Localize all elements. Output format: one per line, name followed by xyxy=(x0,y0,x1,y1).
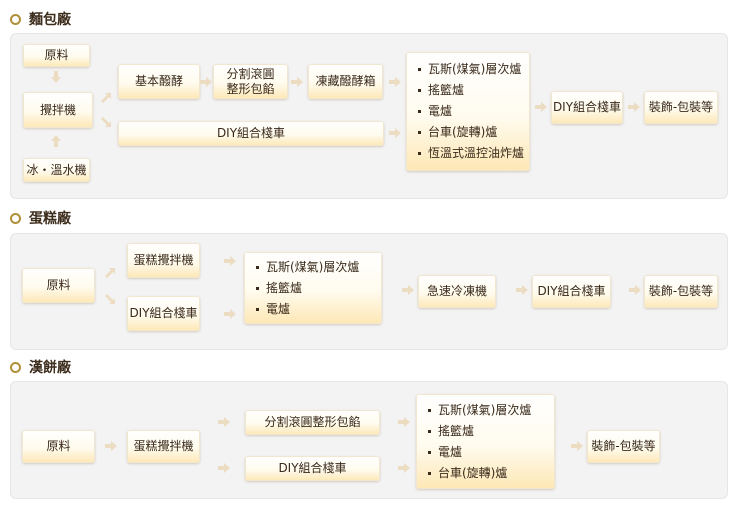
arrow-right-icon xyxy=(629,285,641,295)
list-bullet-icon xyxy=(256,286,259,290)
list-item: 搖籃爐 xyxy=(418,80,464,101)
box-quick-freezer: 急速冷凍機 xyxy=(418,275,496,308)
box-mixer: 攪拌機 xyxy=(23,92,93,128)
box-raw-material: 原料 xyxy=(22,430,95,463)
list-bullet-icon xyxy=(428,429,431,433)
arrow-right-icon xyxy=(200,77,212,87)
section-title-bread: 麵包廠 xyxy=(10,10,71,28)
box-diy-cart: DIY組合棧車 xyxy=(118,121,384,146)
list-bullet-icon xyxy=(428,408,431,412)
box-divide-line2: 整形包餡 xyxy=(226,81,275,96)
arrow-right-icon xyxy=(224,256,236,266)
box-basic-fermentation: 基本醱酵 xyxy=(118,64,200,99)
section-bullet-icon xyxy=(10,361,21,373)
section-title-text: 漢餅廠 xyxy=(29,360,71,376)
section-title-cake: 蛋糕廠 xyxy=(10,209,71,227)
box-diy-cart: DIY組合棧車 xyxy=(245,456,380,481)
arrow-right-icon xyxy=(628,102,640,112)
box-decoration-packaging: 裝飾-包裝等 xyxy=(644,275,718,308)
arrow-right-icon xyxy=(389,77,401,87)
list-item: 瓦斯(煤氣)層次爐 xyxy=(418,59,521,80)
list-bullet-icon xyxy=(256,265,259,269)
box-oven-list: 瓦斯(煤氣)層次爐 搖籃爐 電爐 台車(旋轉)爐 xyxy=(416,394,555,489)
box-diy-cart-2: DIY組合棧車 xyxy=(532,275,611,308)
box-decoration-packaging: 裝飾-包裝等 xyxy=(644,91,718,124)
arrow-right-icon xyxy=(389,128,401,138)
list-bullet-icon xyxy=(418,110,421,113)
list-bullet-icon xyxy=(418,152,421,155)
arrow-right-icon xyxy=(291,77,303,87)
box-frozen-proofer: 凍藏醱酵箱 xyxy=(308,64,383,99)
list-item: 瓦斯(煤氣)層次爐 xyxy=(256,257,359,278)
arrow-right-icon xyxy=(535,102,547,112)
list-bullet-icon xyxy=(428,471,431,475)
section-bullet-icon xyxy=(10,13,21,25)
section-title-text: 蛋糕廠 xyxy=(29,211,71,227)
arrow-right-icon xyxy=(402,285,414,295)
box-diy-cart-2: DIY組合棧車 xyxy=(551,91,623,124)
list-item: 瓦斯(煤氣)層次爐 xyxy=(428,400,531,421)
list-item: 搖籃爐 xyxy=(428,421,474,442)
box-oven-list: 瓦斯(煤氣)層次爐 搖籃爐 電爐 台車(旋轉)爐 恆溫式溫控油炸爐 xyxy=(406,52,530,171)
section-title-pastry: 漢餅廠 xyxy=(10,358,71,376)
arrow-right-icon xyxy=(398,417,410,427)
arrow-down-right-icon xyxy=(104,293,116,305)
list-item: 台車(旋轉)爐 xyxy=(428,463,507,484)
box-cake-mixer: 蛋糕攪拌機 xyxy=(127,243,200,278)
list-item: 電爐 xyxy=(418,101,452,122)
list-bullet-icon xyxy=(418,68,421,71)
box-divide-line1: 分割滾圓 xyxy=(226,66,275,81)
box-divide-shape: 分割滾圓整形包餡 xyxy=(245,410,380,435)
box-water-chiller: 冰・溫水機 xyxy=(23,158,90,182)
arrow-right-icon xyxy=(571,441,583,451)
list-bullet-icon xyxy=(256,307,259,311)
arrow-right-icon xyxy=(105,441,117,451)
arrow-down-icon xyxy=(51,71,61,83)
list-bullet-icon xyxy=(428,450,431,454)
box-raw-material: 原料 xyxy=(23,44,90,67)
arrow-right-icon xyxy=(516,285,528,295)
arrow-up-right-icon xyxy=(100,92,112,104)
section-bullet-icon xyxy=(10,212,21,224)
box-oven-list: 瓦斯(煤氣)層次爐 搖籃爐 電爐 xyxy=(244,252,382,324)
box-divide-shape: 分割滾圓 整形包餡 xyxy=(213,64,288,99)
list-item: 台車(旋轉)爐 xyxy=(418,122,497,143)
arrow-right-icon xyxy=(218,463,230,473)
list-item: 電爐 xyxy=(428,442,462,463)
list-item: 恆溫式溫控油炸爐 xyxy=(418,143,524,164)
box-diy-cart: DIY組合棧車 xyxy=(127,296,200,331)
list-item: 電爐 xyxy=(256,299,290,320)
box-decoration-packaging: 裝飾-包裝等 xyxy=(587,430,660,463)
box-cake-mixer: 蛋糕攪拌機 xyxy=(127,430,200,463)
arrow-down-right-icon xyxy=(100,116,112,128)
arrow-right-icon xyxy=(218,417,230,427)
list-item: 搖籃爐 xyxy=(256,278,302,299)
arrow-up-icon xyxy=(51,135,61,147)
section-title-text: 麵包廠 xyxy=(29,12,71,28)
list-bullet-icon xyxy=(418,131,421,134)
arrow-right-icon xyxy=(224,309,236,319)
arrow-right-icon xyxy=(398,463,410,473)
box-raw-material: 原料 xyxy=(22,268,95,303)
arrow-up-right-icon xyxy=(104,267,116,279)
list-bullet-icon xyxy=(418,89,421,92)
